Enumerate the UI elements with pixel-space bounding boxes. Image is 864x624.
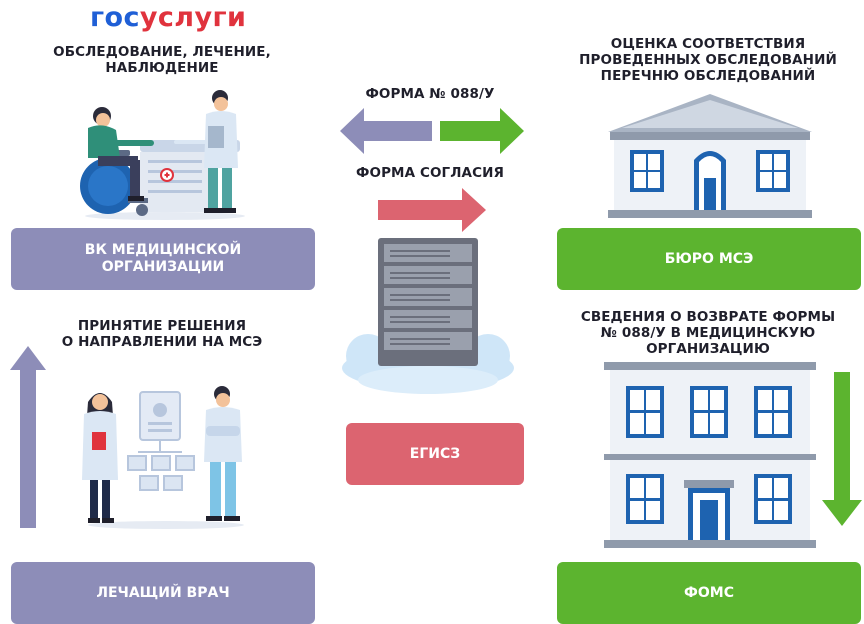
arrow-right-red-icon (378, 188, 486, 232)
doctor-patient-illustration (80, 90, 245, 220)
doctors-illustration (82, 386, 244, 529)
logo-part-gos: гос (90, 2, 140, 33)
form-088-label: ФОРМА № 088/У (365, 86, 495, 102)
bureau-mse-box: БЮРО МСЭ (557, 228, 861, 290)
arrow-up-icon (10, 346, 46, 528)
arrow-left-icon (340, 108, 432, 154)
foms-box: ФОМС (557, 562, 861, 624)
consent-form-label: ФОРМА СОГЛАСИЯ (356, 165, 504, 181)
return-info-caption: СВЕДЕНИЯ О ВОЗВРАТЕ ФОРМЫ № 088/У В МЕДИ… (580, 309, 836, 357)
logo-part-uslugi: услуги (139, 2, 247, 33)
arrow-down-icon (822, 372, 862, 526)
foms-building-icon (604, 362, 816, 548)
server-cloud-icon (342, 238, 514, 394)
decision-caption: ПРИНЯТИЕ РЕШЕНИЯ О НАПРАВЛЕНИИ НА МСЭ (61, 318, 263, 350)
examination-caption: ОБСЛЕДОВАНИЕ, ЛЕЧЕНИЕ, НАБЛЮДЕНИЕ (53, 44, 271, 76)
egisz-box: ЕГИСЗ (346, 423, 524, 485)
gosuslugi-logo: госуслуги (90, 2, 246, 33)
attending-doctor-box: ЛЕЧАЩИЙ ВРАЧ (11, 562, 315, 624)
exchange-arrows (340, 108, 524, 154)
arrow-right-icon (440, 108, 524, 154)
assessment-caption: ОЦЕНКА СООТВЕТСТВИЯ ПРОВЕДЕННЫХ ОБСЛЕДОВ… (579, 36, 837, 84)
bureau-building-icon (608, 94, 812, 218)
vk-medical-org-box: ВК МЕДИЦИНСКОЙ ОРГАНИЗАЦИИ (11, 228, 315, 290)
